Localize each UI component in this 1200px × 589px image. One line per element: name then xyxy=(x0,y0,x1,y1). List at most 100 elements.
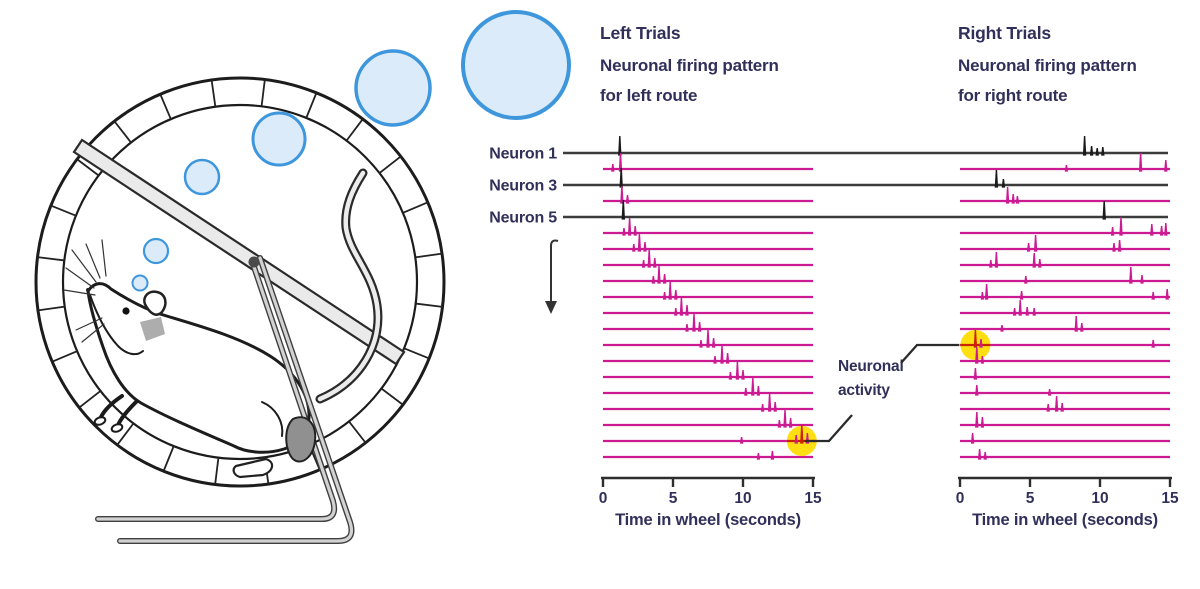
neuron-spike xyxy=(1024,276,1028,284)
neuron-spike xyxy=(1159,226,1164,236)
neuron-spike xyxy=(977,449,982,460)
wheel-rim-tick xyxy=(403,347,430,360)
neuron-spike xyxy=(706,330,710,348)
neuron-spike xyxy=(1033,235,1038,252)
neuron-spike xyxy=(994,252,999,268)
neuron-spike xyxy=(685,305,689,316)
neuron-spike xyxy=(1000,325,1004,332)
neuron-spike xyxy=(751,378,755,396)
wheel-rim-tick xyxy=(51,350,78,363)
rat-jaw xyxy=(89,294,144,356)
left-trials-subtitle-line2: for left route xyxy=(600,86,698,105)
neuron-spike xyxy=(692,314,696,332)
wheel-rim-tick xyxy=(214,457,220,485)
neuron-spike xyxy=(1012,308,1017,316)
wheel-rim-tick xyxy=(348,420,367,444)
neuron-spike xyxy=(767,394,772,412)
neuron-spike xyxy=(1082,136,1087,156)
neuron-spike xyxy=(713,356,717,364)
neuron-spike xyxy=(744,388,748,396)
neuron-spike xyxy=(994,170,999,188)
axis-tick-label: 15 xyxy=(804,490,822,507)
thought-bubble xyxy=(183,158,221,196)
neuron-spike xyxy=(770,451,775,460)
thought-bubble xyxy=(142,237,170,265)
neuron-spike xyxy=(783,410,787,428)
neuron-spike xyxy=(627,218,632,236)
rat-hind-paw xyxy=(285,416,317,463)
neuron-spike xyxy=(651,276,656,284)
thought-bubble xyxy=(131,274,149,292)
wheel-rim-tick xyxy=(159,93,172,120)
neuron-spike xyxy=(989,260,993,268)
rat-rear-foot xyxy=(232,457,274,479)
stand-front-leg-inner xyxy=(96,259,336,521)
neuron-spike xyxy=(662,274,667,284)
activity-connector-line xyxy=(804,414,853,443)
thought-bubbles xyxy=(131,10,571,292)
neuron-spike xyxy=(760,404,765,412)
wheel-rim-tick xyxy=(116,422,135,446)
rat-wheel-illustration xyxy=(34,10,571,544)
wheel-rim-tick xyxy=(415,302,443,308)
stand-back-leg-inner xyxy=(118,256,354,543)
wheel-rim-tick xyxy=(305,92,318,119)
neuron-spike xyxy=(979,339,983,348)
neuron-spike xyxy=(735,362,740,380)
neuron-spike xyxy=(633,226,637,236)
x-axis-label: Time in wheel (seconds) xyxy=(972,511,1158,529)
neuron-spike xyxy=(777,420,782,428)
neuron-spike xyxy=(619,168,623,188)
rat-whiskers xyxy=(63,239,107,343)
neuron-spike xyxy=(1032,253,1036,268)
axis-tick-label: 10 xyxy=(734,490,751,507)
neuron-spike xyxy=(773,402,777,412)
neuron-spike xyxy=(1151,292,1155,300)
neuron-spike xyxy=(699,340,703,348)
neuron-spike xyxy=(641,260,646,268)
wheel-rim-tick xyxy=(50,204,77,217)
neuron-row-label: Neuron 1 xyxy=(489,146,557,163)
wheel-stand xyxy=(95,255,355,544)
neuron-spike xyxy=(1026,243,1031,252)
axis-tick-label: 5 xyxy=(1026,490,1035,507)
neuron-spike xyxy=(1165,289,1169,300)
neuron-spike xyxy=(1047,389,1052,396)
neuron-spike xyxy=(1015,196,1020,204)
rat-front-paw xyxy=(110,423,124,433)
neuron-spike xyxy=(711,338,716,348)
wheel-rim-tick xyxy=(210,79,217,107)
thought-bubble xyxy=(461,10,571,120)
highlighted-spike xyxy=(973,330,978,348)
neuron-spike xyxy=(1060,403,1064,412)
neuron-spike xyxy=(685,324,689,332)
neuron-spike xyxy=(611,164,615,172)
wheel-rim-tick xyxy=(380,387,404,406)
wheel-rim-tick xyxy=(37,305,65,312)
neuron-spike xyxy=(1074,316,1078,332)
wheel-rim-tick xyxy=(76,158,100,177)
neuron-spike xyxy=(739,437,744,444)
neuron-spike xyxy=(1054,396,1059,412)
neuron-spike xyxy=(984,284,989,300)
neuron-spike xyxy=(647,250,651,268)
neuron-row-label: Neuron 3 xyxy=(489,178,557,195)
neuron-spike xyxy=(980,292,985,300)
neuron-spike xyxy=(1025,307,1029,316)
neuron-spike xyxy=(679,298,684,316)
neuron-spike xyxy=(1164,223,1168,236)
right-trials-subtitle-line1: Neuronal firing pattern xyxy=(958,56,1137,75)
neuron-spike xyxy=(980,356,985,364)
neuron-spike xyxy=(1095,148,1099,156)
neuron-spike xyxy=(1110,227,1115,236)
neuron-spike xyxy=(1019,291,1024,300)
wheel-rim-tick xyxy=(37,256,65,262)
neuronal-activity-label-line2: activity xyxy=(838,382,890,399)
wheel-rim-tick xyxy=(378,155,402,174)
neuron-spike xyxy=(1046,404,1050,412)
neuron-spike xyxy=(1001,179,1006,188)
wheel-inner-rim xyxy=(61,103,419,461)
neuron-spike xyxy=(1038,259,1042,268)
axis-tick-label: 10 xyxy=(1091,490,1108,507)
